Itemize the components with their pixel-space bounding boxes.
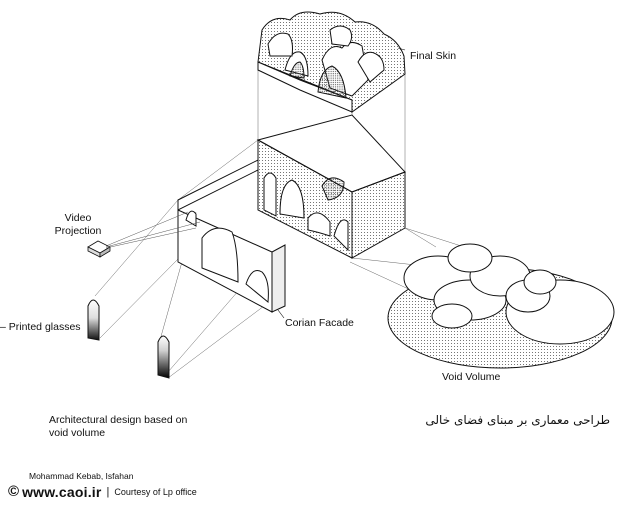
label-video: Video [64, 212, 92, 224]
copyright-symbol: © [8, 483, 20, 500]
label-projection: Projection [54, 225, 102, 237]
courtesy-text: Courtesy of Lp office [114, 486, 197, 497]
corian-box [256, 114, 406, 259]
site-link[interactable]: www.caoi.ir [22, 483, 102, 500]
label-final-skin: Final Skin [410, 50, 457, 62]
void-volume-bubbles [387, 243, 615, 369]
label-printed-glasses: – Printed glasses [0, 321, 81, 333]
leader-lines [277, 47, 406, 319]
caption-english-line1: Architectural design based on [49, 414, 188, 426]
caption-english: Architectural design based on void volum… [49, 414, 187, 440]
video-projector [87, 240, 111, 258]
printed-glass-panels [87, 299, 170, 379]
author-credit: Mohammad Kebab, Isfahan [29, 471, 134, 481]
caption-persian: طراحی معماری بر مبنای فضای خالی [425, 413, 610, 427]
credit-separator: | [106, 485, 110, 498]
final-skin-domes [257, 11, 406, 113]
front-facade-wall [177, 159, 286, 313]
label-corian-facade: Corian Facade [285, 317, 354, 329]
projection-lines [94, 62, 481, 379]
label-video-projection: Video Projection [50, 212, 106, 238]
label-void-volume: Void Volume [442, 371, 501, 383]
caption-english-line2: void volume [49, 427, 106, 439]
credit-line: © www.caoi.ir | Courtesy of Lp office [8, 483, 197, 500]
projection-beams [105, 211, 201, 249]
